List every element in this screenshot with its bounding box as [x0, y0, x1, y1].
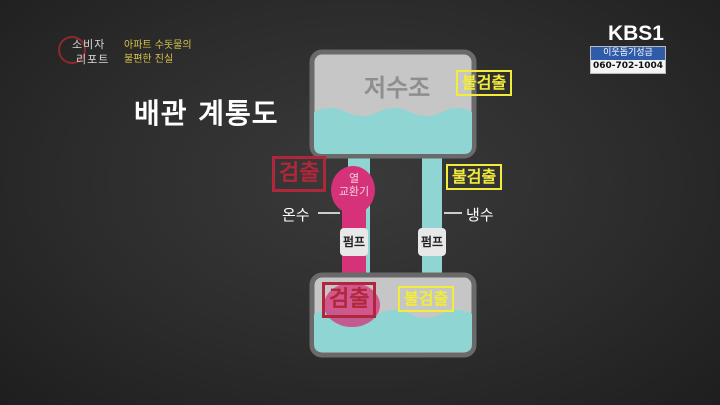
- cold-pipe-status: 불검출: [446, 164, 503, 190]
- channel-logo: KBS1: [607, 22, 664, 45]
- heat-exchanger-label-line1: 열: [348, 172, 360, 185]
- lower-tank-status-not-detected: 불검출: [398, 286, 455, 312]
- heat-exchanger-label: 열 교환기: [334, 172, 374, 198]
- cold-pipe-pump: 펌프: [418, 228, 446, 256]
- donation-title: 이웃돕기성금: [591, 47, 665, 60]
- lower-tank-status-detected: 검출: [322, 282, 377, 318]
- cold-pipe: [422, 148, 442, 288]
- upper-tank-water: [314, 108, 472, 154]
- donation-phone: 060-702-1004: [592, 61, 664, 71]
- program-logo: 소비자 리포트 아파트 수돗물의 불편한 진실: [58, 34, 208, 74]
- diagram-title: 배관 계통도: [134, 97, 279, 130]
- upper-tank-label: 저수조: [364, 74, 431, 102]
- logo-ring-icon: [58, 36, 86, 64]
- logo-line2: 리포트: [76, 53, 110, 66]
- upper-tank-status: 불검출: [456, 70, 513, 96]
- heat-exchanger-label-line2: 교환기: [338, 185, 370, 198]
- heat-exchanger: [331, 166, 375, 214]
- episode-title-line2: 불편한 진실: [124, 54, 174, 65]
- episode-title-line1: 아파트 수돗물의: [124, 40, 192, 51]
- cold-pipe-label: 냉수: [466, 206, 494, 224]
- hot-pipe-label: 온수: [282, 206, 310, 224]
- logo-line1: 소비자: [72, 38, 106, 51]
- hot-pipe-pump: 펌프: [340, 228, 368, 256]
- hot-pipe-status: 검출: [272, 156, 327, 192]
- donation-box: 이웃돕기성금 060-702-1004: [590, 46, 666, 74]
